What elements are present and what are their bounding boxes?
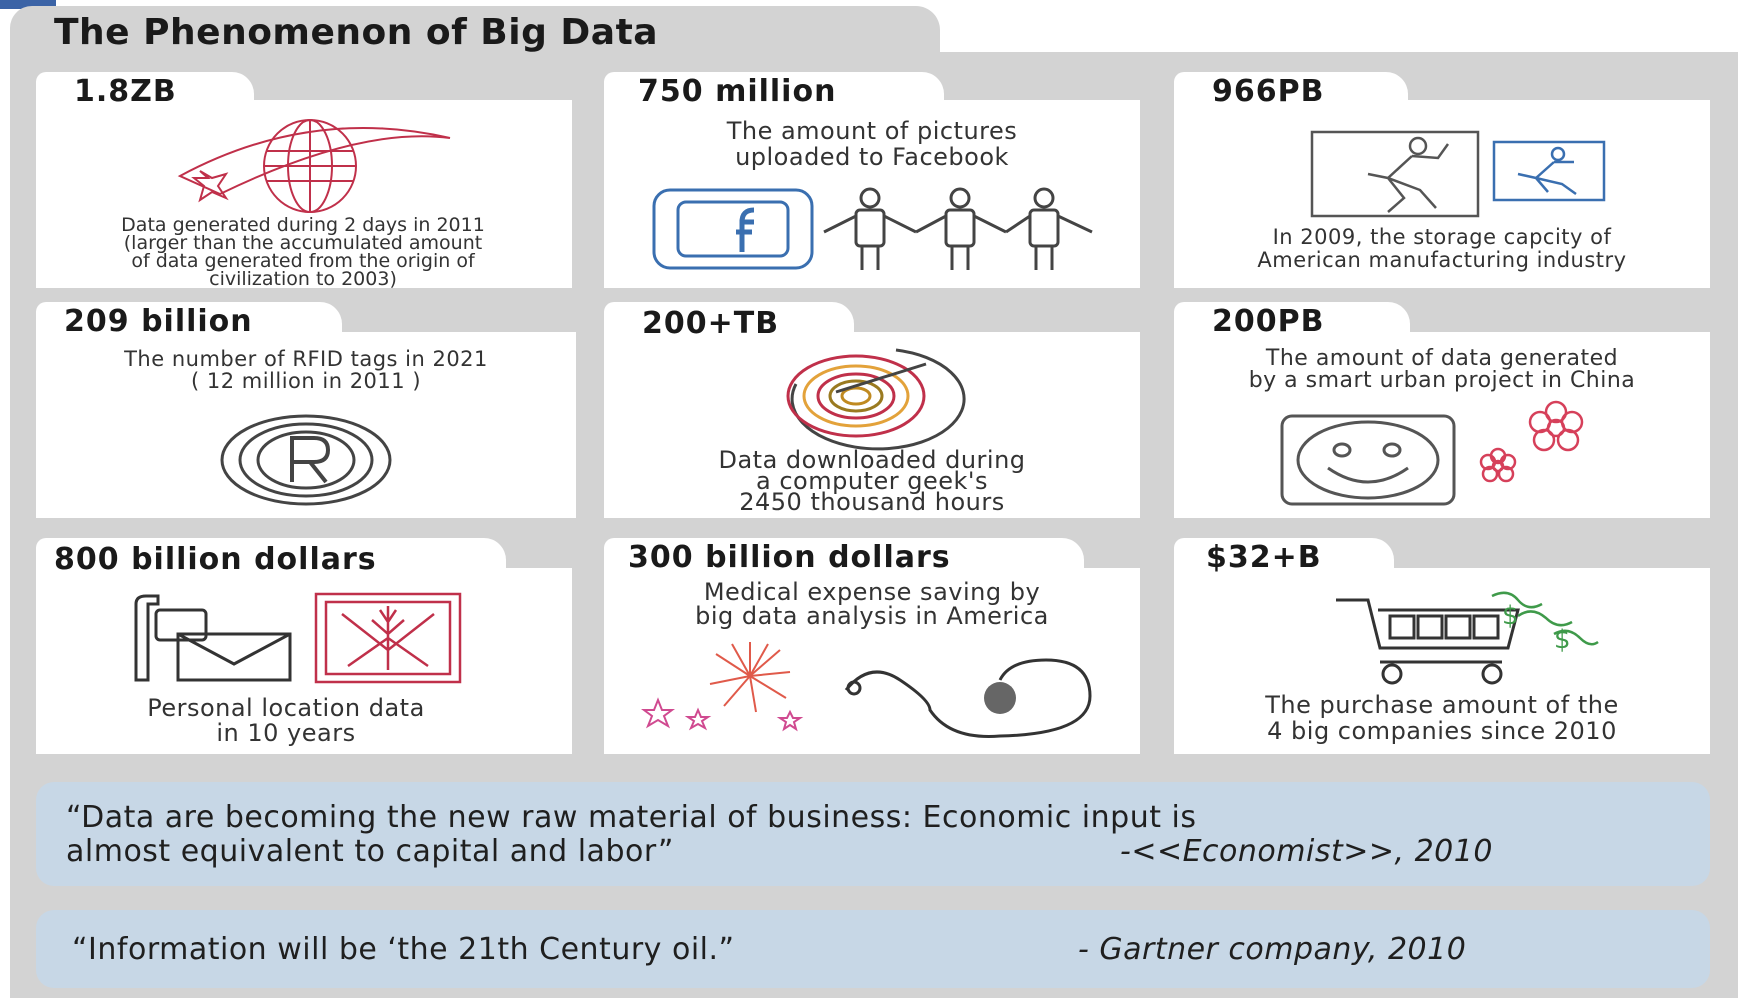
stat-description: The amount of pictures uploaded to Faceb… bbox=[726, 117, 1018, 171]
mail-icon bbox=[134, 594, 292, 682]
stat-description: The amount of data generated by a smart … bbox=[1248, 346, 1636, 393]
stat-card-tab bbox=[604, 72, 944, 104]
corner-mark bbox=[0, 0, 56, 9]
svg-text:$: $ bbox=[1554, 625, 1571, 655]
stat-value: 209 billion bbox=[64, 304, 253, 339]
stat-card-tab bbox=[1174, 302, 1410, 336]
stat-card-tab bbox=[604, 302, 854, 336]
stat-card-7 bbox=[36, 568, 572, 754]
quote-text: “Information will be ‘the 21th Century o… bbox=[72, 932, 735, 967]
stat-value: $32+B bbox=[1206, 540, 1322, 575]
title-tab bbox=[10, 6, 940, 56]
svg-text:$: $ bbox=[1502, 601, 1519, 631]
stat-value: 800 billion dollars bbox=[54, 542, 377, 577]
registered-icon bbox=[220, 414, 392, 506]
stat-card-1 bbox=[36, 100, 572, 288]
quote-text: “Data are becoming the new raw material … bbox=[66, 800, 1197, 835]
stat-card-tab bbox=[36, 72, 254, 104]
running-man-icon bbox=[1310, 130, 1606, 218]
spiral-icon bbox=[786, 348, 966, 451]
cart-icon: $ $ bbox=[1336, 591, 1599, 685]
stat-card-tab bbox=[36, 538, 506, 572]
stat-description: Medical expense saving by big data analy… bbox=[695, 578, 1049, 630]
stat-value: 300 billion dollars bbox=[628, 540, 951, 575]
globe-icon bbox=[177, 119, 451, 213]
flower-icon bbox=[1479, 400, 1584, 483]
quote-box-gartner bbox=[36, 910, 1710, 988]
stat-value: 966PB bbox=[1212, 74, 1325, 109]
quote-box-economist bbox=[36, 782, 1710, 886]
stat-value: 200PB bbox=[1212, 304, 1325, 339]
stat-value: 200+TB bbox=[642, 306, 780, 341]
stat-description: Personal location data in 10 years bbox=[147, 694, 425, 747]
page-title: The Phenomenon of Big Data bbox=[54, 12, 659, 53]
stethoscope-icon bbox=[844, 658, 1092, 738]
people-icon bbox=[823, 187, 1093, 270]
stat-description: Data generated during 2 days in 2011 (la… bbox=[121, 214, 485, 290]
fireworks-icon bbox=[641, 642, 804, 732]
stat-description: The purchase amount of the 4 big compani… bbox=[1265, 691, 1619, 745]
stat-description: Data downloaded during a computer geek's… bbox=[718, 446, 1026, 516]
stat-card-tab bbox=[36, 302, 342, 336]
stat-description: The number of RFID tags in 2021 ( 12 mil… bbox=[124, 347, 488, 393]
stat-card-6 bbox=[1174, 332, 1710, 518]
quote-text: almost equivalent to capital and labor” bbox=[66, 834, 674, 869]
quote-source: - Gartner company, 2010 bbox=[1078, 932, 1467, 967]
quote-source: -<<Economist>>, 2010 bbox=[1120, 834, 1493, 869]
tribal-art-icon bbox=[314, 592, 462, 684]
stat-value: 1.8ZB bbox=[74, 74, 177, 109]
stat-card-tab bbox=[1174, 72, 1408, 104]
facebook-icon bbox=[652, 188, 814, 270]
stat-description: In 2009, the storage capcity of American… bbox=[1257, 225, 1627, 272]
stat-card-tab bbox=[1174, 538, 1394, 572]
stat-value: 750 million bbox=[638, 74, 837, 109]
stat-card-tab bbox=[604, 538, 1084, 572]
smiley-icon bbox=[1280, 414, 1456, 506]
